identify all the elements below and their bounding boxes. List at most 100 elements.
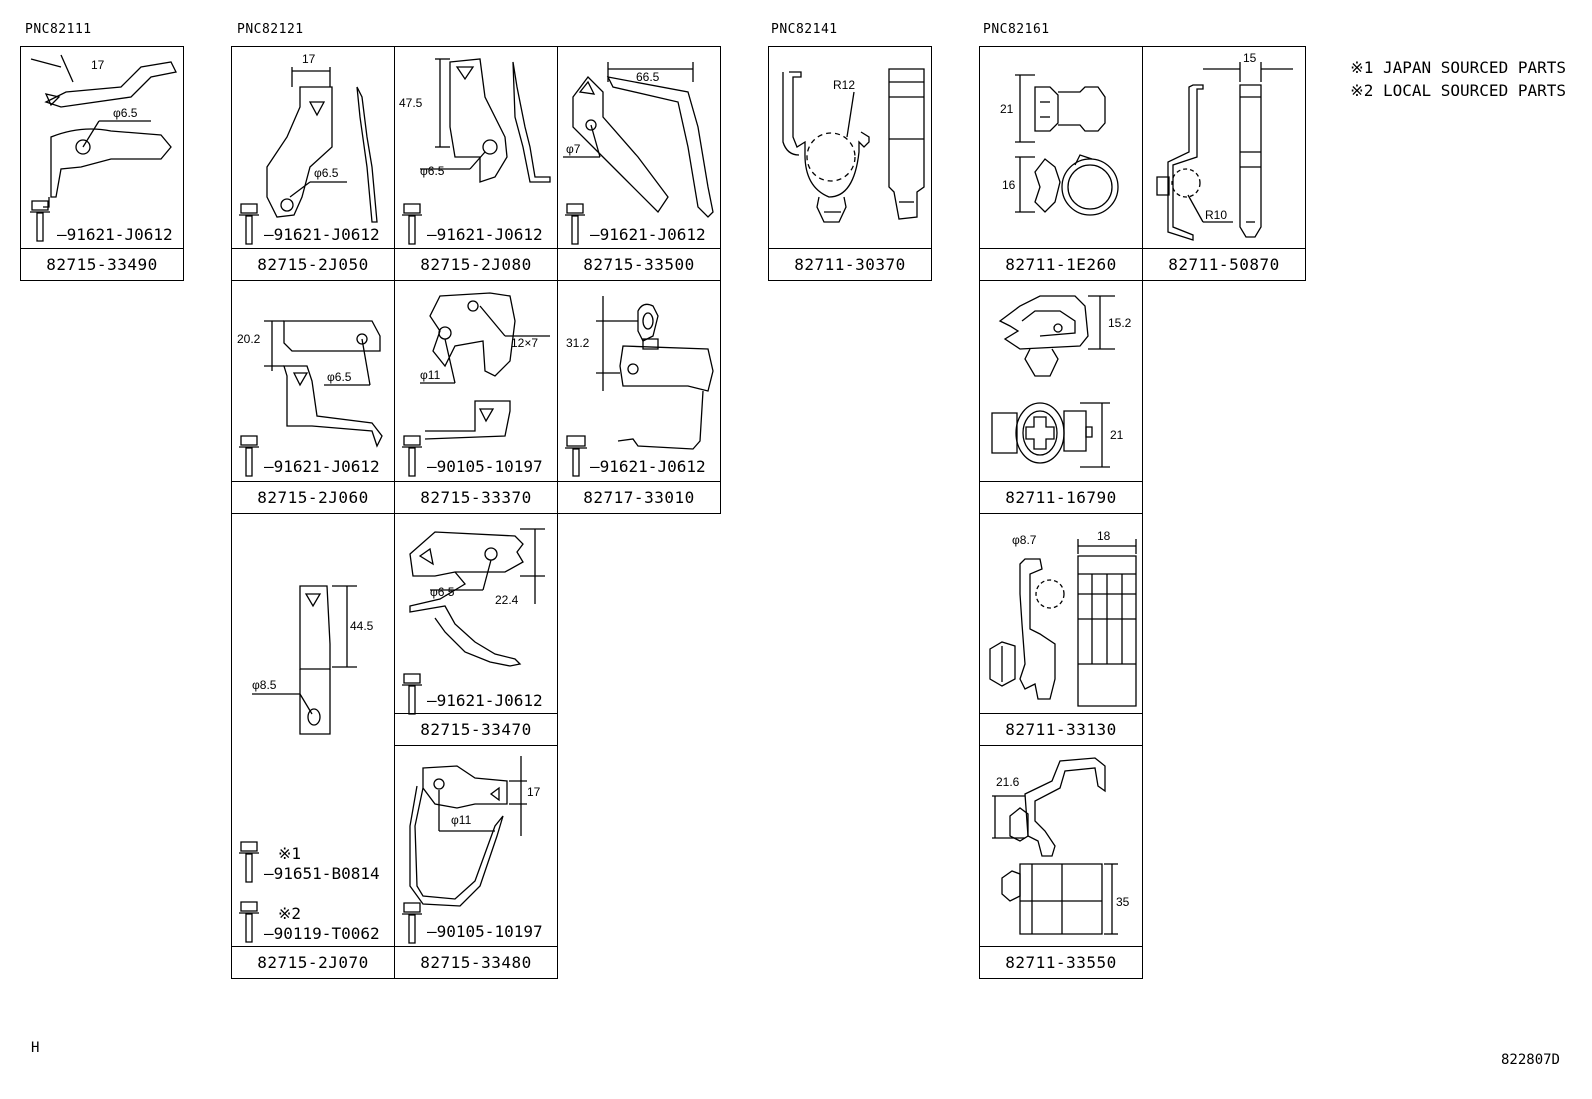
dim-label: φ6.5	[113, 106, 138, 120]
bolt-part-number[interactable]: —91621-J0612	[590, 225, 706, 244]
bolt-icon	[402, 202, 424, 248]
part-cell-82715-33370[interactable]: 12×7 φ11 —90105-10197 82715-33370	[394, 280, 558, 514]
bolt-part-number[interactable]: —91621-J0612	[590, 457, 706, 476]
part-number[interactable]: 82715-2J070	[232, 946, 394, 978]
dim-label: φ6.5	[420, 164, 445, 178]
bracket-drawing: 17 φ6.5	[21, 47, 183, 250]
dim-label: R10	[1205, 208, 1227, 222]
dim-label: 16	[1002, 178, 1016, 192]
dim-label: φ11	[451, 813, 472, 827]
bolt-part-number[interactable]: —91651-B0814	[264, 864, 380, 883]
part-cell-82711-16790[interactable]: 15.2 21 82711-16790	[979, 280, 1143, 514]
bolt-number-text: 91651-B0814	[273, 864, 380, 883]
part-number[interactable]: 82715-33480	[395, 946, 557, 978]
dim-label: 44.5	[350, 619, 374, 633]
part-cell-82715-33480[interactable]: 17 φ11 —90105-10197 82715-33480	[394, 745, 558, 979]
bolt-part-number[interactable]: —90105-10197	[427, 922, 543, 941]
part-cell-82711-30370[interactable]: R12 82711-30370	[768, 46, 932, 281]
part-cell-82715-2J060[interactable]: 20.2 φ6.5 —91621-J0612 82715-2J060	[231, 280, 395, 514]
clamp-drawing: 15 R10	[1143, 51, 1305, 250]
part-number[interactable]: 82715-2J050	[232, 248, 394, 280]
part-cell-82715-33490[interactable]: 17 φ6.5 —91621-J0612 82715-33490	[20, 46, 184, 281]
bolt-icon	[239, 900, 261, 946]
part-number[interactable]: 82717-33010	[558, 481, 720, 513]
dim-label: R12	[833, 78, 855, 92]
bracket-drawing: 17 φ6.5	[232, 52, 394, 250]
bracket-drawing: φ6.5 22.4	[395, 514, 557, 717]
part-number[interactable]: 82711-50870	[1143, 248, 1305, 280]
bolt-number-text: 90119-T0062	[273, 924, 380, 943]
bolt-number-text: 91621-J0612	[436, 225, 543, 244]
bolt-part-number[interactable]: —91621-J0612	[427, 691, 543, 710]
part-cell-82711-33550[interactable]: 21.6 35 82711-33550	[979, 745, 1143, 979]
bolt-part-number[interactable]: —91621-J0612	[264, 225, 380, 244]
part-number[interactable]: 82715-33500	[558, 248, 720, 280]
bolt-icon	[402, 434, 424, 480]
note-japan-sourced: ※1 JAPAN SOURCED PARTS	[1350, 58, 1566, 77]
part-number[interactable]: 82711-16790	[980, 481, 1142, 513]
bracket-drawing: 17 φ11	[395, 746, 541, 949]
dim-label: φ8.7	[1012, 533, 1037, 547]
clamp-drawing: 15.2 21	[980, 281, 1132, 484]
bolt-number-text: 91621-J0612	[273, 457, 380, 476]
part-cell-82711-33130[interactable]: φ8.7 18 82711-33130	[979, 513, 1143, 746]
pnc-header-82111: PNC82111	[25, 22, 92, 37]
dim-label: φ7	[566, 142, 581, 156]
part-cell-82715-2J050[interactable]: 17 φ6.5 —91621-J0612 82715-2J050	[231, 46, 395, 281]
bolt-part-number[interactable]: —91621-J0612	[427, 225, 543, 244]
part-cell-82715-2J070[interactable]: 44.5 φ8.5 ※1 —91651-B0814 ※2 —90119-T006…	[231, 513, 395, 979]
dim-label: 15.2	[1108, 316, 1132, 330]
dim-label: 18	[1097, 529, 1111, 543]
bolt-number-text: 91621-J0612	[436, 691, 543, 710]
part-cell-82715-2J080[interactable]: 47.5 φ6.5 —91621-J0612 82715-2J080	[394, 46, 558, 281]
dim-label: 21	[1110, 428, 1124, 442]
dim-label: φ6.5	[314, 166, 339, 180]
dim-label: φ6.5	[430, 585, 455, 599]
part-number[interactable]: 82711-33130	[980, 713, 1142, 745]
bracket-drawing: 20.2 φ6.5	[237, 281, 394, 484]
bolt-part-number[interactable]: —90105-10197	[427, 457, 543, 476]
bolt-number-text: 91621-J0612	[599, 225, 706, 244]
bolt-part-number[interactable]: —91621-J0612	[264, 457, 380, 476]
part-number[interactable]: 82711-33550	[980, 946, 1142, 978]
bracket-drawing: 66.5 φ7	[558, 47, 720, 250]
bracket-drawing: 47.5 φ6.5	[399, 47, 557, 250]
clamp-drawing: R12	[769, 47, 931, 250]
dim-label: φ8.5	[252, 678, 277, 692]
bolt-number-text: 91621-J0612	[66, 225, 173, 244]
dim-label: 12×7	[511, 336, 538, 350]
part-cell-82711-1E260[interactable]: 21 16 82711-1E260	[979, 46, 1143, 281]
dim-label: 31.2	[566, 336, 590, 350]
part-number[interactable]: 82711-1E260	[980, 248, 1142, 280]
part-number[interactable]: 82715-33370	[395, 481, 557, 513]
note-local-sourced: ※2 LOCAL SOURCED PARTS	[1350, 81, 1566, 100]
part-number[interactable]: 82711-30370	[769, 248, 931, 280]
dim-label: φ11	[420, 368, 441, 382]
dim-label: 15	[1243, 51, 1257, 65]
pnc-header-82161: PNC82161	[983, 22, 1050, 37]
bolt-icon	[402, 901, 424, 947]
clamp-drawing: 21.6 35	[980, 746, 1130, 949]
part-number[interactable]: 82715-33470	[395, 713, 557, 745]
dim-label: 20.2	[237, 332, 261, 346]
part-cell-82715-33470[interactable]: φ6.5 22.4 —91621-J0612 82715-33470	[394, 513, 558, 746]
part-cell-82717-33010[interactable]: 31.2 —91621-J0612 82717-33010	[557, 280, 721, 514]
bolt-number-text: 91621-J0612	[599, 457, 706, 476]
part-number[interactable]: 82715-33490	[21, 248, 183, 280]
part-number[interactable]: 82715-2J060	[232, 481, 394, 513]
bolt-icon	[565, 202, 587, 248]
part-cell-82711-50870[interactable]: 15 R10 82711-50870	[1142, 46, 1306, 281]
bolt-source-mark: ※1	[278, 844, 302, 863]
bolt-number-text: 90105-10197	[436, 922, 543, 941]
bolt-icon	[239, 840, 261, 886]
bolt-part-number[interactable]: —90119-T0062	[264, 924, 380, 943]
clamp-drawing: φ8.7 18	[980, 529, 1142, 717]
dim-label: 47.5	[399, 96, 423, 110]
part-number[interactable]: 82715-2J080	[395, 248, 557, 280]
dim-label: 66.5	[636, 70, 660, 84]
bolt-part-number[interactable]: —91621-J0612	[57, 225, 173, 244]
dim-label: 35	[1116, 895, 1130, 909]
pnc-header-82141: PNC82141	[771, 22, 838, 37]
dim-label: 22.4	[495, 593, 519, 607]
part-cell-82715-33500[interactable]: 66.5 φ7 —91621-J0612 82715-33500	[557, 46, 721, 281]
